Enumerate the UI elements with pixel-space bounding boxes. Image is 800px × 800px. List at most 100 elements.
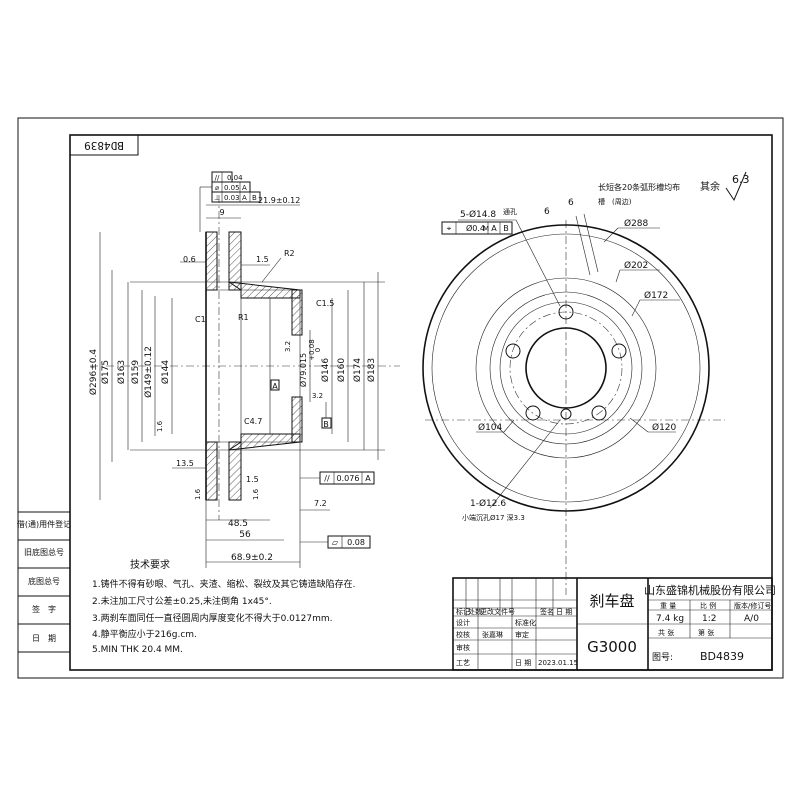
position-value: Ø0.4 [466, 223, 485, 233]
bolt-hole [505, 343, 521, 359]
drawing-number-rotated: BD4839 [84, 139, 124, 152]
bolt-hole [611, 343, 627, 359]
dim-172: Ø172 [644, 290, 668, 301]
tech-requirements: 技术要求 1.铸件不得有砂眼、气孔、夹渣、缩松、裂纹及其它铸造缺陷存在. 2.未… [92, 558, 355, 655]
version-value: A/0 [744, 614, 759, 624]
dim-56: 56 [239, 530, 251, 540]
header-cell: 处数 [468, 607, 482, 616]
dim-r2: R2 [284, 249, 295, 258]
sign-role: 标准化 [515, 618, 536, 627]
datum-b: B [323, 420, 329, 429]
rotor-wall-upper-left [205, 231, 218, 291]
holes-note-sup: 通孔 [503, 207, 517, 216]
gdt-frame-top: // ⌀ ⊥ 0.04 0.05 A 0.03 A B [199, 171, 261, 232]
dim-bore-lower-tol: 0 [314, 348, 322, 352]
dim-6b: 6 [568, 198, 574, 208]
dim-159: Ø159 [130, 360, 141, 385]
roughness: 1.6 [156, 420, 164, 432]
side-table-row: 借(通)用件登记 [17, 519, 71, 529]
rotor-wall-lower-right [228, 441, 242, 501]
position-modifier: M [483, 225, 489, 233]
dim-183: Ø183 [366, 358, 377, 382]
header-cell: 日 期 [556, 608, 572, 616]
dim-0-6: 0.6 [183, 255, 196, 264]
dim-13-5: 13.5 [176, 459, 194, 468]
dim-48-5: 48.5 [228, 519, 248, 529]
groove-note: 长短各20条弧形槽均布 [598, 182, 680, 192]
gdt-value: 0.03 [224, 194, 240, 202]
dim-288: Ø288 [624, 218, 649, 229]
bolt-hole [525, 405, 541, 421]
section-view: Ø296±0.4 Ø175 Ø163 Ø159 Ø149±0.12 Ø144 Ø… [88, 171, 400, 568]
roughness: 1.6 [252, 488, 260, 500]
bolt-hole [558, 304, 574, 320]
parallel-value: 0.076 [337, 474, 360, 483]
tech-item: 3.两刹车面同任一直径圆周内厚度变化不得大于0.0127mm. [92, 612, 332, 624]
scale-value: 1:2 [702, 614, 716, 624]
side-table-row: 旧底图总号 [24, 547, 64, 557]
tech-item: 2.未注加工尺寸公差±0.25,未注倒角 1x45°. [92, 595, 272, 607]
gdt-datum: A [242, 194, 247, 202]
dim-144: Ø144 [160, 360, 171, 385]
gdt-value: 0.04 [227, 174, 243, 182]
disc-outer-circle [422, 224, 710, 512]
holes-note: 5-Ø14.8 [460, 209, 496, 220]
drawing-no-label: 图号: [652, 652, 673, 663]
datum-a: A [272, 382, 278, 391]
gdt-datum: A [242, 184, 247, 192]
roughness: 3.2 [312, 392, 323, 400]
header-cell: 更改文件号 [480, 607, 515, 616]
hat-flange-upper [291, 289, 303, 336]
sign-role: 审定 [515, 630, 529, 639]
rotor-wall-lower-left [205, 441, 218, 501]
dim-thickness: 21.9±0.12 [258, 196, 300, 205]
dim-c1-5: C1.5 [316, 299, 334, 308]
sheet-label: 第 张 [698, 628, 714, 637]
dim-202: Ø202 [624, 260, 648, 271]
flatness-value: 0.08 [347, 538, 365, 547]
datum-a-box [270, 379, 280, 391]
sheets-label: 共 张 [658, 628, 674, 637]
version-label: 版本/修订号 [734, 601, 771, 610]
small-hole [560, 408, 572, 420]
drawing-no: BD4839 [700, 650, 744, 663]
date-value: 2023.01.15 [538, 659, 578, 667]
dim-c1: C1 [195, 315, 206, 324]
part-name: 刹车盘 [589, 592, 634, 610]
material: G3000 [587, 638, 637, 656]
dim-1-5: 1.5 [256, 255, 269, 264]
outer-frame [17, 117, 784, 679]
hat-flange-lower [291, 396, 303, 443]
dim-68-9: 68.9±0.2 [231, 553, 273, 563]
gdt-datum: B [252, 194, 257, 202]
tech-item: 4.静平衡应小于216g.cm. [92, 628, 197, 640]
dim-bore-upper-tol: +0.08 [308, 339, 316, 360]
sign-label: 设计 [456, 618, 470, 627]
sign-name: 张嘉琳 [482, 630, 503, 639]
side-table-row: 签 字 [32, 604, 56, 614]
dim-104: Ø104 [478, 422, 503, 433]
datum-b-box [321, 417, 332, 429]
bolt-circle [509, 311, 623, 425]
roughness: 1.6 [194, 488, 202, 500]
gdt-value: 0.05 [224, 184, 240, 192]
parallel-tolerance: // 0.076 A [300, 471, 375, 485]
position-datum: A [491, 224, 497, 233]
dim-163: Ø163 [116, 360, 127, 384]
position-symbol: ⌖ [447, 224, 452, 233]
flatness-tolerance: ▱ 0.08 [300, 535, 371, 549]
gdt-symbol: ⊥ [214, 194, 220, 202]
groove-note-2: (周边) [612, 197, 632, 206]
gdt-symbol: // [215, 174, 220, 182]
weight-label: 重 量 [660, 602, 676, 610]
surface-label: 其余 [700, 180, 720, 193]
dim-174: Ø174 [352, 358, 363, 383]
header-cell: 签名 [540, 607, 554, 616]
position-tolerance: ⌖ Ø0.4 M A B [441, 221, 513, 235]
side-table: 借(通)用件登记 旧底图总号 底图总号 签 字 日 期 [17, 511, 71, 653]
dim-9: 9 [219, 208, 224, 217]
surface-roughness: 6.3 [732, 173, 750, 186]
scale-label: 比 例 [700, 601, 716, 610]
roughness-symbol [725, 171, 747, 202]
